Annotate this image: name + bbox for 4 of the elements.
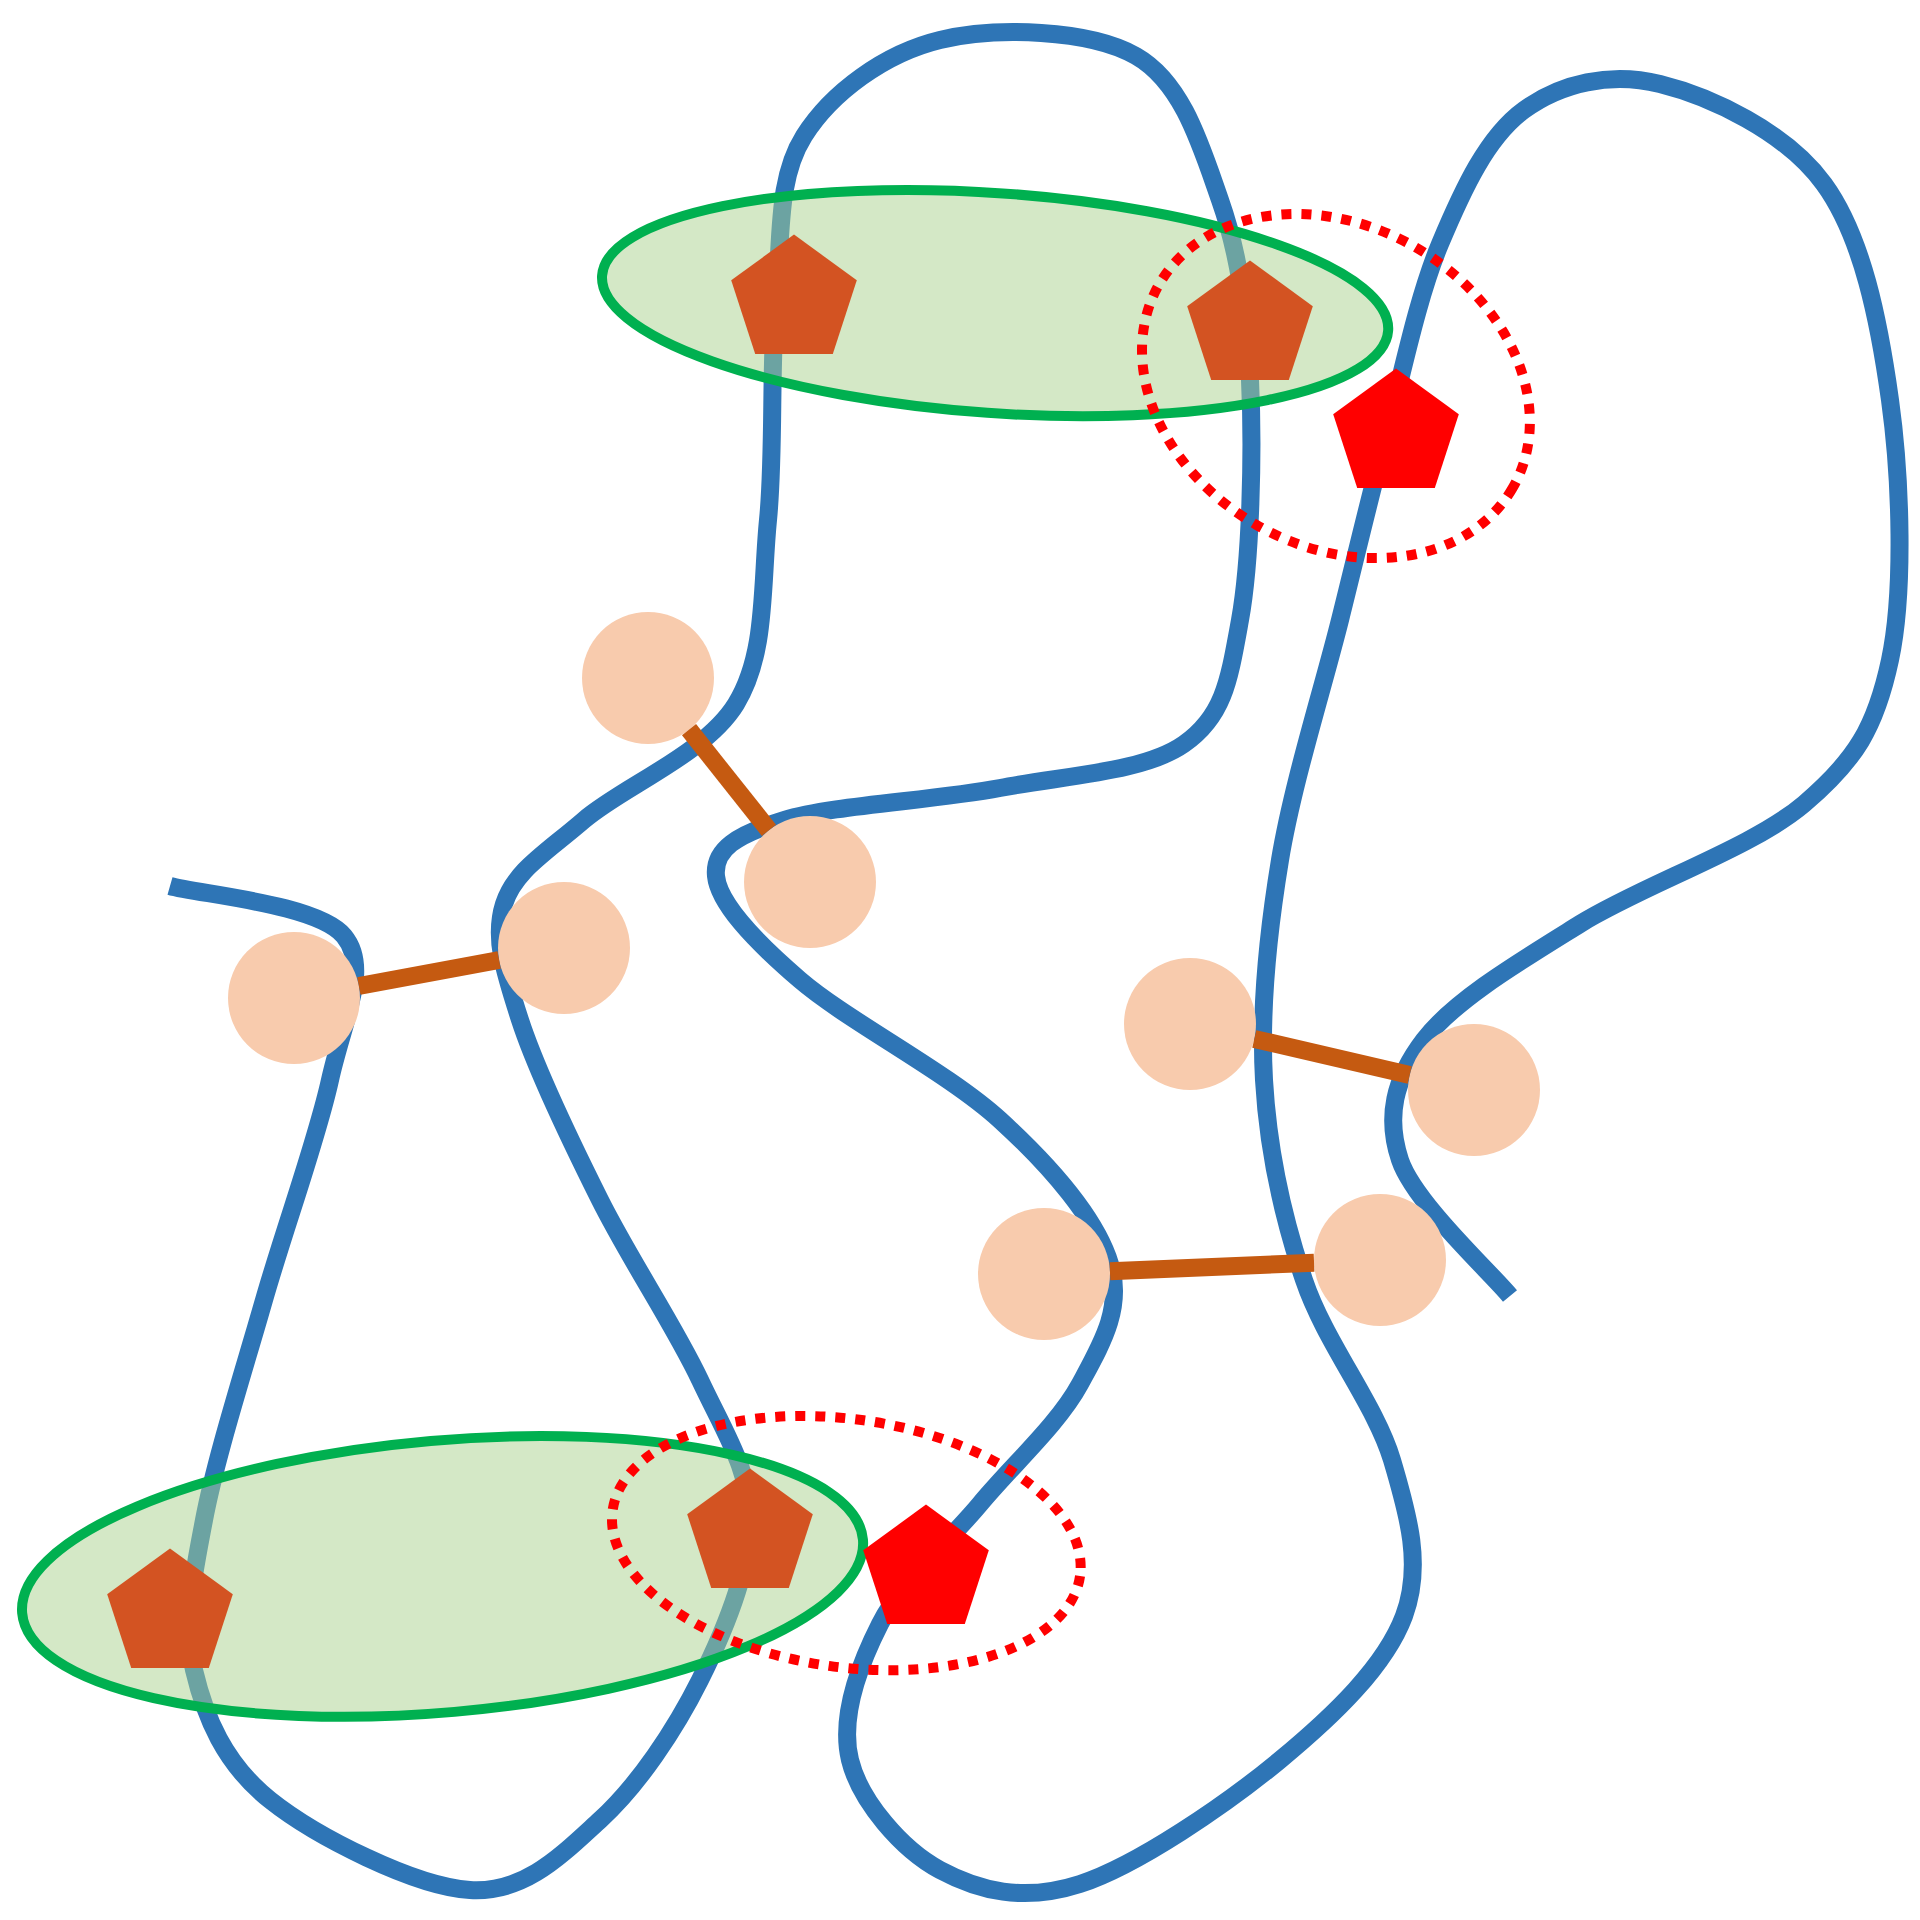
crosslink-line bbox=[1109, 1253, 1315, 1281]
crosslink-line bbox=[357, 951, 501, 995]
crosslink-line bbox=[682, 724, 776, 836]
crosslink-line bbox=[1252, 1030, 1412, 1084]
